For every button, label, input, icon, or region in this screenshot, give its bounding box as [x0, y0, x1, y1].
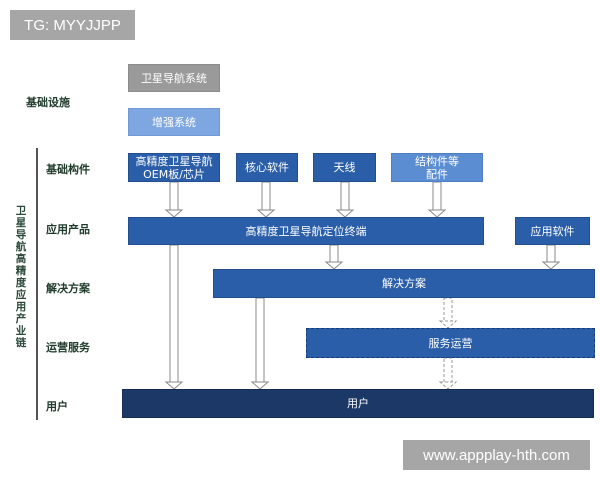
box-application-software: 应用软件 [515, 217, 590, 245]
row-label-products: 应用产品 [46, 223, 90, 236]
row-label-infrastructure: 基础设施 [26, 96, 70, 109]
row-label-operations: 运营服务 [46, 341, 90, 354]
box-augmentation-system: 增强系统 [128, 108, 220, 136]
box-augmentation-system-label: 增强系统 [152, 115, 196, 129]
box-structural-parts: 结构件等 配件 [391, 153, 483, 182]
vertical-title: 卫星导航高精度应用产业链 [15, 205, 27, 349]
box-users: 用户 [122, 389, 594, 418]
box-solutions-label: 解决方案 [382, 277, 426, 290]
box-positioning-terminal-label: 高精度卫星导航定位终端 [245, 224, 367, 238]
watermark-top-left: TG: MYYJJPP [10, 10, 135, 40]
box-solutions: 解决方案 [213, 269, 595, 298]
box-positioning-terminal: 高精度卫星导航定位终端 [128, 217, 484, 245]
box-service-operations: 服务运营 [306, 328, 595, 358]
row-label-solutions: 解决方案 [46, 282, 90, 295]
box-antenna: 天线 [313, 153, 376, 182]
box-gnss-system-label: 卫星导航系统 [141, 71, 207, 85]
box-structural-parts-line1: 结构件等 [415, 154, 459, 168]
watermark-bottom-right: www.appplay-hth.com [403, 440, 590, 470]
box-users-label: 用户 [347, 397, 369, 410]
row-label-users: 用户 [46, 400, 68, 413]
box-chip-board-line1: 高精度卫星导航 [135, 154, 213, 168]
row-label-components: 基础构件 [46, 163, 90, 176]
box-chip-board: 高精度卫星导航 OEM板/芯片 [128, 153, 220, 182]
box-gnss-system: 卫星导航系统 [128, 64, 220, 92]
box-service-operations-label: 服务运营 [428, 336, 473, 350]
axis-line [36, 148, 38, 420]
box-structural-parts-line2: 配件 [426, 167, 448, 181]
box-antenna-label: 天线 [333, 161, 356, 174]
box-core-software: 核心软件 [236, 153, 298, 182]
box-application-software-label: 应用软件 [530, 224, 575, 238]
box-chip-board-line2: OEM板/芯片 [143, 167, 205, 181]
box-core-software-label: 核心软件 [245, 161, 289, 174]
